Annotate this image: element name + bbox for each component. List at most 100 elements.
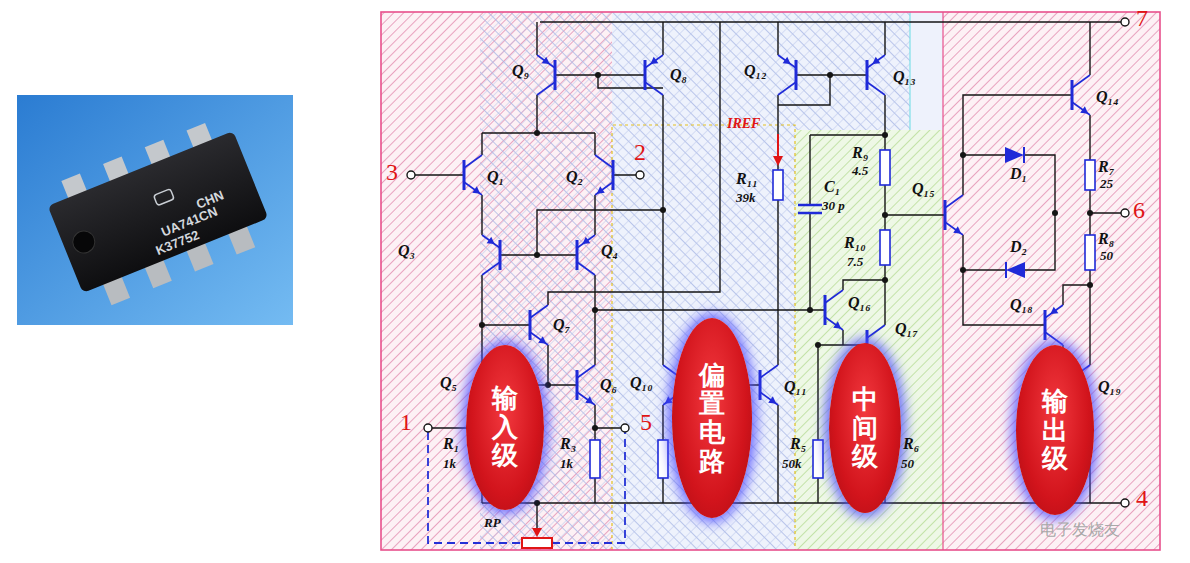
pin-terminal <box>407 171 415 179</box>
transistor-symbol <box>577 365 595 405</box>
component-label: Q₁₆ <box>848 294 871 312</box>
component-value: 4.5 <box>852 163 868 179</box>
transistor-symbol <box>1072 75 1090 115</box>
component-value: 1k <box>443 456 456 472</box>
pin-number: 3 <box>386 160 398 185</box>
wire <box>536 503 537 528</box>
pin-terminal <box>1121 499 1129 507</box>
pin-terminal <box>621 424 629 432</box>
component-label: D₂ <box>1010 238 1027 256</box>
junction-dot <box>534 130 540 136</box>
resistor-symbol <box>590 440 600 478</box>
resistor-symbol <box>1085 235 1095 270</box>
transistor-symbol <box>760 365 778 405</box>
junction-dot <box>534 500 540 506</box>
component-label: R₆ <box>903 435 919 453</box>
component-label: R₉ <box>852 144 868 162</box>
junction-dot <box>882 132 888 138</box>
component-label: Q₂ <box>566 168 583 186</box>
component-label: R₈ <box>1098 230 1114 248</box>
junction-dot <box>592 307 598 313</box>
junction-dot <box>595 72 601 78</box>
component-label: Q₁₉ <box>1098 378 1121 396</box>
component-label: Q₁₂ <box>744 62 767 80</box>
watermark: 电子发烧友 <box>1040 520 1120 539</box>
transistor-symbol <box>645 55 663 95</box>
pin-terminal <box>636 171 644 179</box>
component-value: 30 p <box>822 198 845 214</box>
junction-dot <box>1052 210 1058 216</box>
diode-symbol <box>1006 262 1025 278</box>
junction-dot <box>960 267 966 273</box>
component-label: Q₉ <box>512 62 529 80</box>
component-label: C₁ <box>824 178 840 196</box>
component-label: Q₆ <box>600 376 617 394</box>
component-label: R₁ <box>443 435 459 453</box>
junction-dot <box>815 342 821 348</box>
potentiometer-symbol <box>522 538 552 548</box>
current-label: IREF <box>727 116 760 133</box>
junction-dot <box>827 72 833 78</box>
junction-dot <box>545 382 551 388</box>
transistor-symbol <box>1045 305 1063 345</box>
resistor-symbol <box>880 230 890 265</box>
pin-number: 4 <box>1136 486 1148 511</box>
stage-ellipse: 输入级 <box>466 345 544 510</box>
transistor-symbol <box>530 305 548 345</box>
stage-regions <box>381 12 1160 550</box>
resistor-symbol <box>813 440 823 478</box>
component-label: Q₁₅ <box>912 180 935 198</box>
component-label: Q₁₀ <box>630 374 653 392</box>
pin-terminal <box>424 424 432 432</box>
component-label: Q₇ <box>553 316 570 334</box>
component-value: 1k <box>560 456 573 472</box>
junction-dot <box>660 207 666 213</box>
pin-terminal <box>1121 209 1129 217</box>
component-label: Q₄ <box>601 242 618 260</box>
component-label: Q₃ <box>398 242 415 260</box>
transistor-symbol <box>595 155 613 195</box>
component-value: 25 <box>1100 176 1113 192</box>
wiper-arrow <box>532 528 542 537</box>
component-label: Q₁₁ <box>784 378 807 396</box>
transistor-symbol <box>867 55 885 95</box>
transistor-symbol <box>577 235 595 275</box>
junction-dot <box>592 425 598 431</box>
transistor-symbol <box>537 55 555 95</box>
pin-number: 1 <box>400 410 412 435</box>
junction-dot <box>534 252 540 258</box>
junction-dot <box>479 322 485 328</box>
component-value: RP <box>484 515 501 531</box>
resistor-symbol <box>658 440 668 478</box>
pin-number: 6 <box>1133 198 1145 223</box>
pin-terminal <box>1121 18 1129 26</box>
stage-name: 输出级 <box>1042 387 1068 473</box>
resistor-symbol <box>880 150 890 185</box>
component-value: 50 <box>1100 248 1113 264</box>
component-label: R₁₁ <box>736 170 758 188</box>
chip-photo <box>17 95 293 325</box>
stage-name: 偏置电路 <box>699 361 725 475</box>
current-arrow <box>777 134 779 158</box>
component-label: R₇ <box>1098 158 1114 176</box>
transistor-symbol <box>825 290 843 330</box>
component-label: Q₁₈ <box>1010 296 1033 314</box>
component-label: R₁₀ <box>844 234 866 252</box>
component-value: 39k <box>736 190 756 206</box>
junction-dot <box>960 152 966 158</box>
component-label: Q₁ <box>487 168 504 186</box>
component-label: Q₁₄ <box>1096 88 1119 106</box>
component-label: Q₈ <box>670 66 687 84</box>
transistor-symbol <box>464 155 482 195</box>
stage-name: 输入级 <box>492 384 518 470</box>
capacitor-symbol <box>798 205 822 213</box>
component-value: 7.5 <box>847 254 863 270</box>
junction-dot <box>882 212 888 218</box>
diode-symbol <box>1005 147 1024 163</box>
stage-ellipse: 中间级 <box>829 343 901 513</box>
stage-ellipse: 偏置电路 <box>672 318 752 518</box>
diode-symbol <box>1023 147 1025 163</box>
transistor-symbol <box>778 55 796 95</box>
component-label: Q₁₇ <box>895 320 918 338</box>
resistor-symbol <box>773 170 783 200</box>
